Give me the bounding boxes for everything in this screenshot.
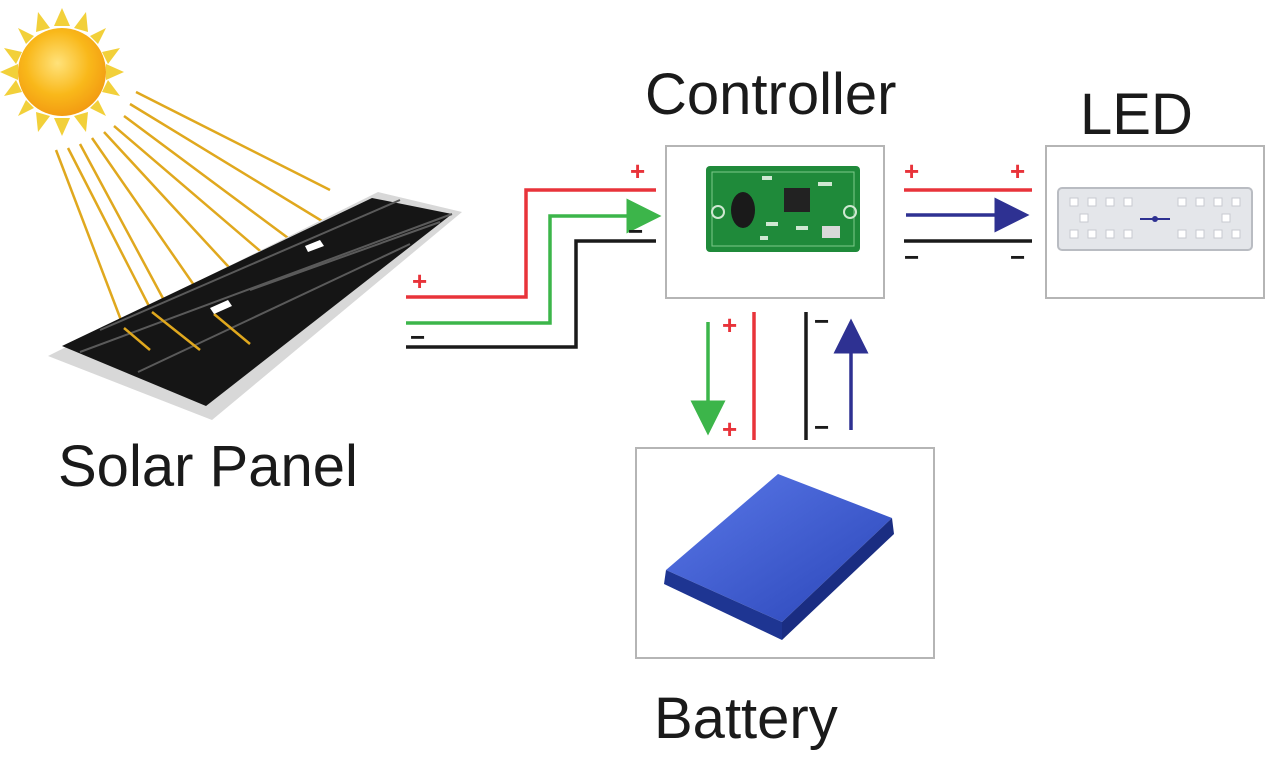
battery-plus-sign-bottom: + (722, 414, 737, 444)
solar-to-controller-wires (406, 188, 662, 349)
led-box (1045, 145, 1265, 299)
led-module-icon (1057, 187, 1253, 251)
battery-box (635, 447, 935, 659)
solar-panel-label: Solar Panel (58, 434, 358, 499)
battery-icon (664, 474, 894, 640)
led-label: LED (1080, 82, 1193, 147)
battery-minus-sign-top: − (814, 306, 829, 336)
controller-in-minus-sign: − (628, 216, 643, 246)
led-out-minus-sign-right: − (1010, 242, 1025, 272)
sun-icon (0, 8, 124, 136)
led-out-plus-sign-right: + (1010, 156, 1025, 186)
controller-in-plus-sign: + (630, 156, 645, 186)
solar-plus-sign: + (412, 266, 427, 296)
led-out-minus-sign-left: − (904, 242, 919, 272)
controller-to-led-wires (904, 188, 1032, 243)
circuit-board-icon (706, 166, 860, 252)
controller-box (665, 145, 885, 299)
battery-plus-sign-top: + (722, 310, 737, 340)
led-out-plus-sign-left: + (904, 156, 919, 186)
battery-label: Battery (654, 686, 838, 751)
solar-panel-icon (48, 192, 462, 420)
controller-battery-wires (690, 312, 869, 440)
sun-rays (54, 90, 341, 331)
controller-label: Controller (645, 62, 896, 127)
battery-minus-sign-bottom: − (814, 412, 829, 442)
solar-minus-sign: − (410, 322, 425, 352)
